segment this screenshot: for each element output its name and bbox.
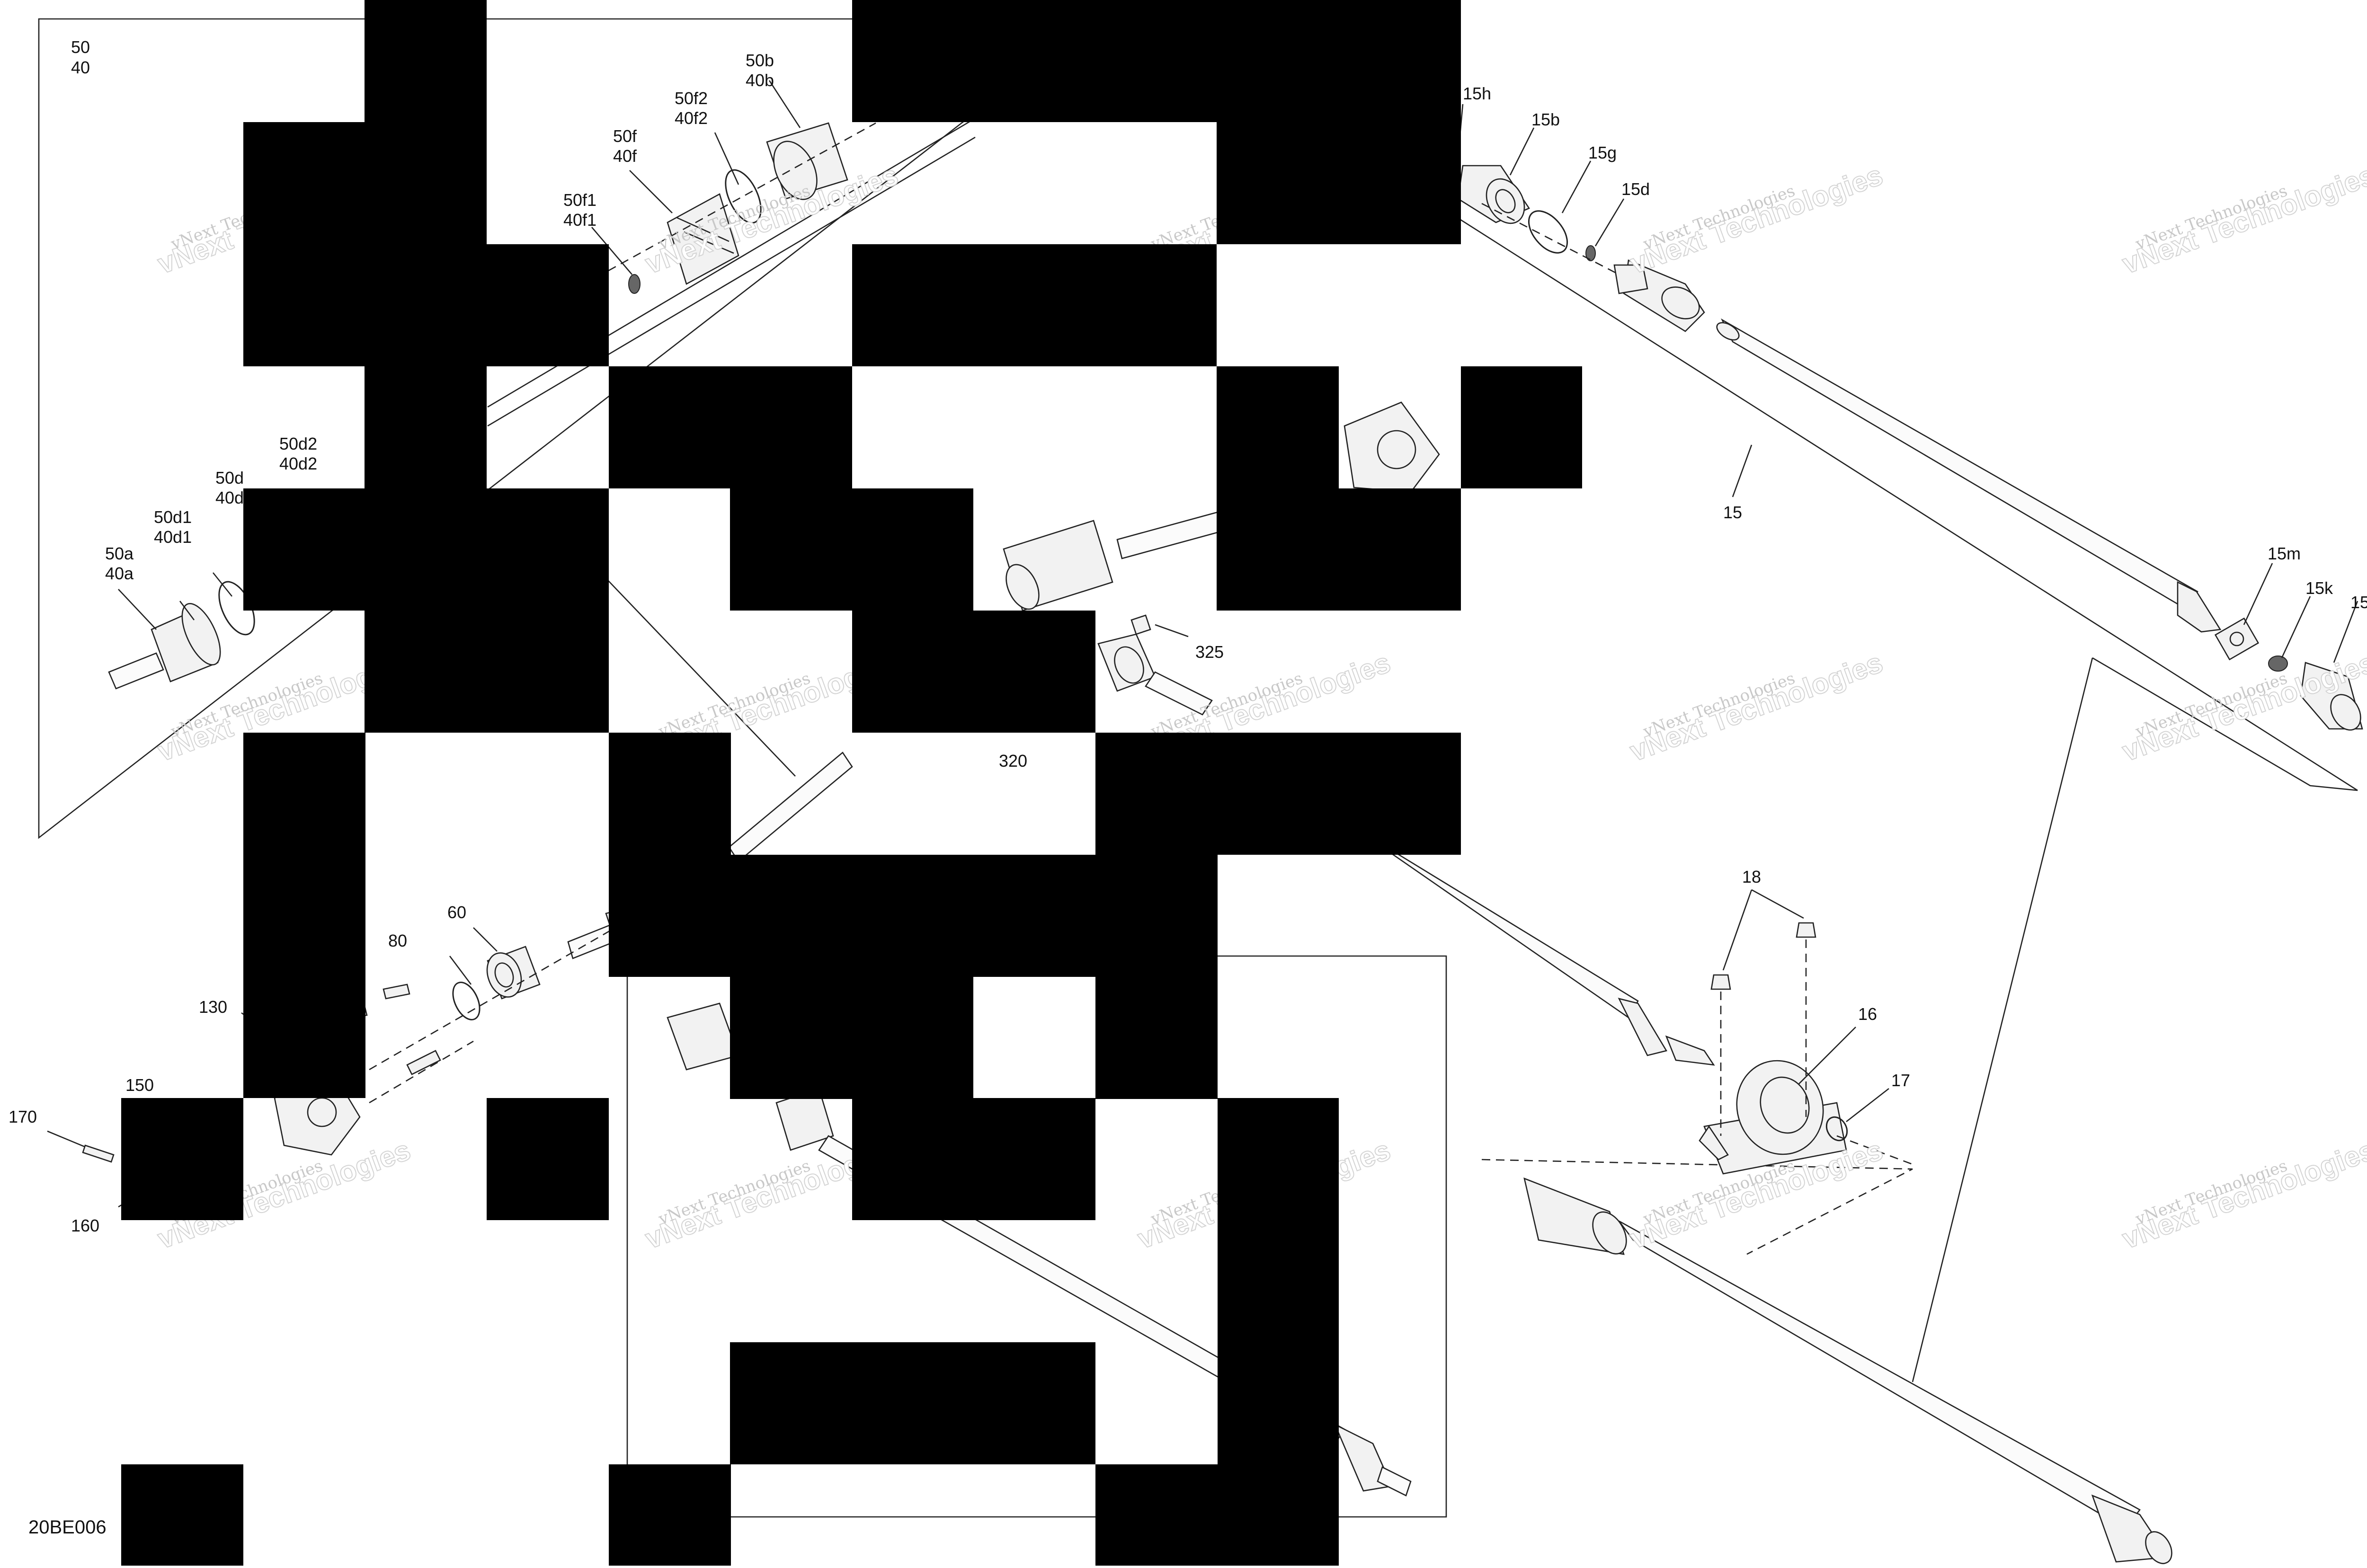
callout-50f1: 50f1	[563, 190, 596, 210]
callout-40: 40	[71, 58, 90, 77]
callout-15k: 15k	[2305, 578, 2333, 598]
callout-170: 170	[9, 1107, 37, 1126]
yoke-15j	[2300, 662, 2363, 731]
callout-160: 160	[71, 1216, 99, 1235]
driveshaft-lower	[1523, 1177, 2172, 1564]
callout-40d2: 40d2	[279, 454, 317, 473]
cv-joint-50b	[766, 122, 848, 200]
ring-17	[1825, 1116, 1848, 1142]
watermark-text: vNext Technologies	[1626, 647, 1886, 767]
callout-50a: 50a	[105, 544, 134, 563]
callout-18: 18	[1742, 867, 1761, 886]
callout-50d1: 50d1	[154, 507, 192, 527]
callout-320: 320	[999, 751, 1027, 771]
callout-50: 50	[71, 37, 90, 57]
front-axle	[1003, 510, 1227, 611]
redaction-blocks	[121, 0, 1582, 1566]
ring-80	[452, 982, 481, 1020]
differential	[1344, 401, 1440, 493]
callout-50b: 50b	[746, 51, 774, 70]
watermark-text: vNext Technologies	[2118, 1134, 2367, 1255]
callout-15b: 15b	[1531, 110, 1560, 129]
callout-40f1: 40f1	[563, 210, 596, 230]
callout-40d: 40d	[215, 488, 244, 507]
driveshaft-rear	[1363, 832, 1715, 1066]
o-ring-15g	[1528, 210, 1568, 254]
callout-40a: 40a	[105, 564, 134, 583]
callout-15d: 15d	[1621, 179, 1650, 199]
callout-50d: 50d	[215, 468, 244, 487]
ring-50f1	[628, 274, 641, 294]
callout-15m: 15m	[2268, 544, 2301, 563]
cap-15k	[2268, 656, 2288, 672]
callout-130: 130	[199, 997, 227, 1017]
callout-15j: 15j	[2350, 593, 2367, 612]
clamp-50f2	[725, 169, 762, 224]
callout-50d2: 50d2	[279, 434, 317, 453]
u-joint-15m	[2214, 617, 2260, 661]
callout-40b: 40b	[746, 71, 774, 90]
center-bearing-16	[1699, 1060, 1847, 1175]
callout-150: 150	[125, 1075, 154, 1095]
callout-labels: 50 40 50b 40b 50f2 40f2 50f 40f 50f1 40f…	[9, 37, 2367, 1538]
ring-15d	[1585, 245, 1596, 261]
yoke-320	[1097, 633, 1156, 692]
callout-40f: 40f	[613, 146, 637, 166]
callout-15g: 15g	[1588, 143, 1617, 162]
callout-16: 16	[1858, 1004, 1877, 1024]
callout-60: 60	[447, 903, 466, 922]
bolt-18	[1710, 922, 1816, 1136]
watermark-text: vNext Technologies	[2118, 159, 2367, 280]
axle-shaft	[728, 752, 853, 862]
watermark-text: vNext Technologies	[1626, 159, 1886, 280]
bolt-325	[1130, 614, 1151, 635]
callout-325: 325	[1195, 642, 1224, 662]
bearing-60	[486, 946, 541, 1000]
callout-17: 17	[1891, 1071, 1910, 1090]
drawing-code: 20BE006	[28, 1517, 107, 1538]
bolt-150	[406, 1050, 441, 1075]
bearing-15b	[1457, 165, 1530, 224]
shaft-320	[1145, 671, 1213, 716]
cv-joint-50a	[108, 603, 221, 690]
callout-15h: 15h	[1463, 84, 1491, 103]
callout-80: 80	[388, 931, 407, 950]
boot-50f	[667, 193, 739, 285]
callout-50f2: 50f2	[675, 89, 708, 108]
pin-170	[82, 1144, 115, 1163]
callout-40d1: 40d1	[154, 527, 192, 547]
driveshaft-15	[1613, 259, 2222, 633]
callout-15: 15	[1723, 503, 1742, 522]
callout-40f2: 40f2	[675, 108, 708, 128]
callout-50f: 50f	[613, 126, 637, 146]
